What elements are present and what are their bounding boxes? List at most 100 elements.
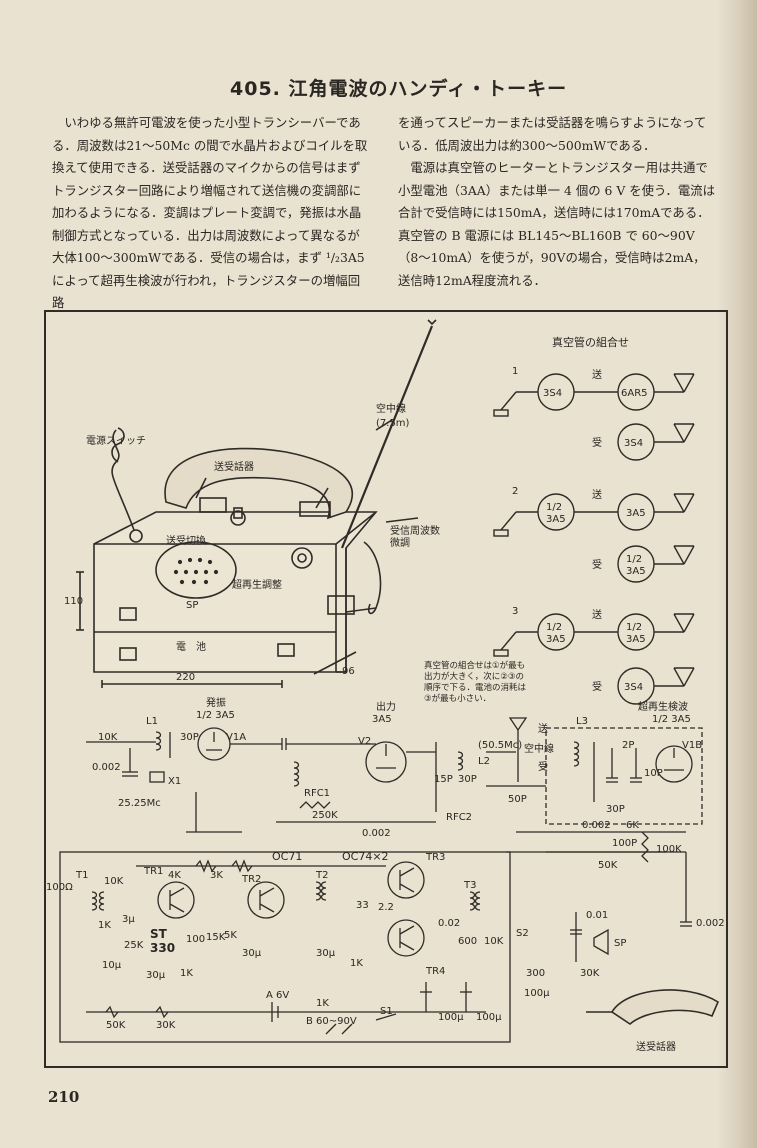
lf-label: T2 xyxy=(315,870,328,881)
tube-label: 3A5 xyxy=(546,514,566,525)
part-label: 0.002 xyxy=(582,820,611,831)
part-label: L3 xyxy=(576,716,588,727)
part-label: 25.25Mc xyxy=(118,798,161,809)
tube-table-title: 真空管の組合せ xyxy=(552,335,629,349)
label-antenna-sym: 空中線 xyxy=(524,742,554,755)
lf-label: 5K xyxy=(224,930,237,941)
part-label: 15P xyxy=(434,774,453,785)
lf-label: 100 xyxy=(186,934,205,945)
lf-schematic xyxy=(59,851,686,1043)
lf-label: 100μ xyxy=(438,1012,464,1023)
part-label: 30P xyxy=(180,732,199,743)
tube-note-2: 出力が大きく，次に②③の xyxy=(424,671,524,682)
part-label: 0.002 xyxy=(362,828,391,839)
article-title: 405. 江角電波のハンディ・トーキー xyxy=(230,78,568,100)
lf-label: 1K xyxy=(98,920,111,931)
lf-label: 100Ω xyxy=(46,882,73,893)
tube-note-3: 順序で下る．電池の消耗は xyxy=(424,682,527,693)
lf-label: 100μ xyxy=(476,1012,502,1023)
lf-label: 2.2 xyxy=(378,902,394,913)
part-label: 100K xyxy=(656,844,682,855)
label-antenna: 空中線 xyxy=(376,402,406,415)
tube-row-num: 3 xyxy=(512,606,518,617)
part-label: 100P xyxy=(612,838,637,849)
label-battery: 電 池 xyxy=(176,640,206,653)
tube-label: 3A5 xyxy=(626,566,646,577)
lf-label: 0.02 xyxy=(438,918,460,929)
label-detector-tube: 1/2 3A5 xyxy=(652,714,691,725)
label-handset: 送受話器 xyxy=(214,460,254,473)
part-label: V1A xyxy=(226,732,246,743)
lf-label: B 60~90V xyxy=(306,1016,357,1027)
label-dim-height: 110 xyxy=(64,596,83,607)
lf-label: TR4 xyxy=(425,966,445,977)
lf-label: 10μ xyxy=(102,960,122,971)
tube-note-4: ③が最も小さい． xyxy=(424,693,491,704)
part-label: 30P xyxy=(606,804,625,815)
part-label: L2 xyxy=(478,756,490,767)
lf-label: 10K xyxy=(484,936,504,947)
label-power-switch: 電源スイッチ xyxy=(86,434,146,447)
tube-combination-diagram xyxy=(493,373,695,705)
tube-row-mode: 送 xyxy=(592,608,602,621)
label-osc-tube: 1/2 3A5 xyxy=(196,710,235,721)
label-speaker: SP xyxy=(186,600,198,611)
part-label: RFC1 xyxy=(304,788,330,799)
paragraph: 電源は真空管のヒーターとトランジスター用は共通で小型電池（3AA）または単一 4… xyxy=(398,160,716,288)
speaker-grille xyxy=(173,557,219,585)
tube-label: 3A5 xyxy=(546,634,566,645)
tube-label: 1/2 xyxy=(546,502,562,513)
label-osc: 発振 xyxy=(206,696,226,709)
tube-label: 3S4 xyxy=(543,388,562,399)
label-output: 出力 xyxy=(376,700,396,713)
lf-label: 330 xyxy=(150,941,175,955)
part-label: 6K xyxy=(626,820,639,831)
lf-label: 3μ xyxy=(122,914,135,925)
label-dim-depth: 96 xyxy=(342,666,355,677)
tube-note-1: 真空管の組合せは①が最も xyxy=(424,660,525,671)
lf-label: 30μ xyxy=(146,970,166,981)
lf-label: A 6V xyxy=(266,990,289,1001)
label-antenna-length: (7.5m) xyxy=(376,418,410,429)
label-handset-symbol: 送受話器 xyxy=(636,1040,676,1053)
lf-label: 3K xyxy=(210,870,223,881)
tube-label: 3S4 xyxy=(624,438,643,449)
lf-label: T1 xyxy=(75,870,88,881)
lf-label: 50K xyxy=(106,1020,126,1031)
lf-label: 100μ xyxy=(524,988,550,999)
part-label: 0.002 xyxy=(92,762,121,773)
label-fine-tune-1: 受信周波数 xyxy=(390,524,440,537)
tube-label: 3A5 xyxy=(626,634,646,645)
label-output-tube: 3A5 xyxy=(372,714,392,725)
lf-label: OC74×2 xyxy=(342,850,389,863)
lf-label: S1 xyxy=(380,1006,393,1017)
tube-row-mode: 受 xyxy=(592,437,602,449)
part-label: 0.01 xyxy=(586,910,608,921)
label-regen-adjust: 超再生調整 xyxy=(232,578,282,591)
label-dim-width: 220 xyxy=(176,672,195,683)
lf-label: OC71 xyxy=(272,850,302,863)
label-sw-rx: 受 xyxy=(538,761,548,773)
part-label: 10K xyxy=(98,732,118,743)
part-label: (50.5Mc) xyxy=(478,740,522,751)
part-label: 50P xyxy=(508,794,527,805)
part-label: SP xyxy=(614,938,626,949)
part-label: 0.002 xyxy=(696,918,725,929)
lf-label: 10K xyxy=(104,876,124,887)
text-column-right: を通ってスピーカーまたは受話器を鳴らすようになっている．低周波出力は約300〜5… xyxy=(398,112,716,292)
tube-label: 3S4 xyxy=(624,682,643,693)
tube-label: 1/2 xyxy=(546,622,562,633)
part-label: 30K xyxy=(580,968,600,979)
part-label: L1 xyxy=(146,716,158,727)
lf-label: 1K xyxy=(350,958,363,969)
lf-label: TR2 xyxy=(241,874,261,885)
part-label: V1B xyxy=(682,740,702,751)
tube-row-mode: 送 xyxy=(592,488,602,501)
page-gutter-shadow xyxy=(717,0,757,1148)
lf-label: 15K xyxy=(206,932,226,943)
figure: 電源スイッチ 送受話器 空中線 (7.5m) 送受切換 SP 超再生調整 受信周… xyxy=(44,310,728,1068)
page-number: 210 xyxy=(48,1088,80,1106)
lf-label: ST xyxy=(150,927,168,941)
lf-label: 25K xyxy=(124,940,144,951)
figure-labels: 電源スイッチ 送受話器 空中線 (7.5m) 送受切換 SP 超再生調整 受信周… xyxy=(46,335,725,1053)
